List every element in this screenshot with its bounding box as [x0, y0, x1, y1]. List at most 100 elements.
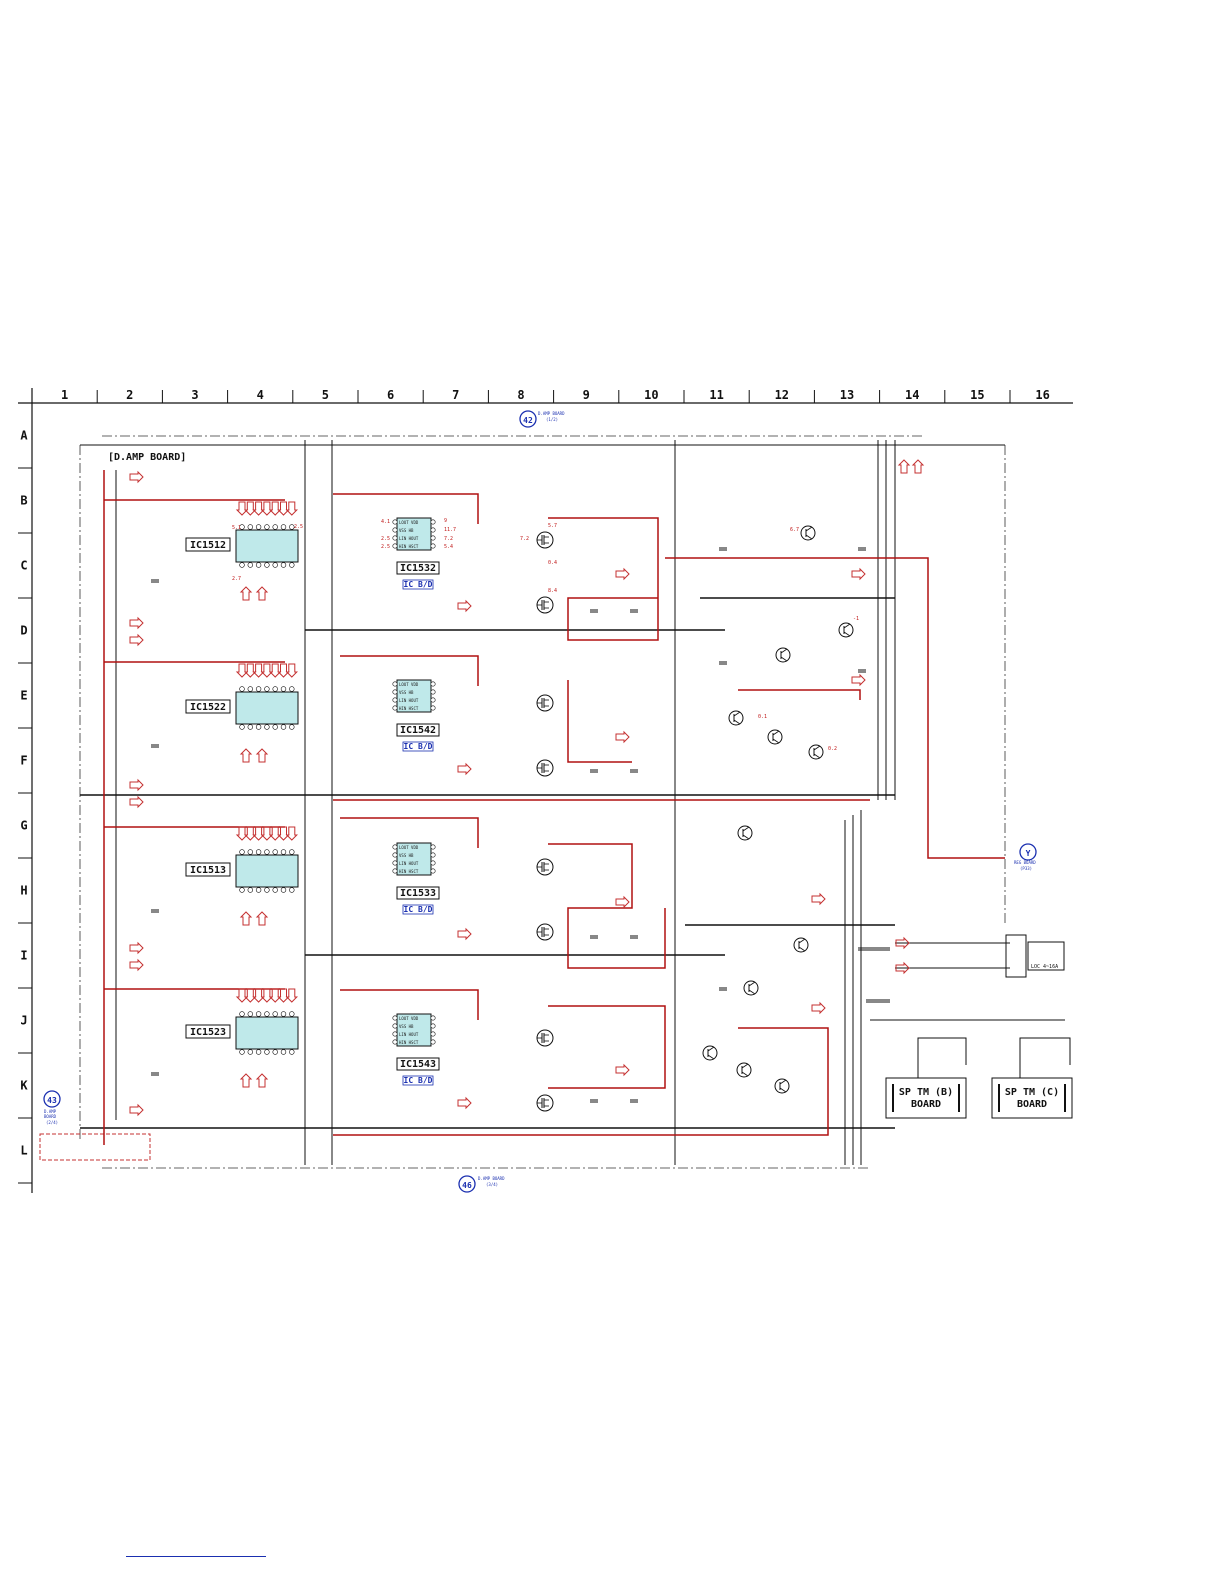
svg-text:8.4: 8.4	[548, 588, 557, 594]
sp-tm-b-line2: BOARD	[911, 1099, 941, 1110]
driver-pin-label: LIN HOUT	[399, 536, 419, 541]
driver-ic-label: IC1533	[400, 888, 436, 899]
sp-tm-b-board[interactable]: SP TM (B) BOARD	[885, 1037, 967, 1119]
row-label: K	[20, 1079, 28, 1093]
svg-text:2.5: 2.5	[381, 536, 390, 542]
column-label: 9	[583, 388, 590, 402]
svg-text:-1: -1	[853, 616, 859, 622]
row-label: A	[20, 429, 28, 443]
connector-46-text: D.AMP BOARD	[478, 1176, 505, 1181]
driver-pin-label: VSS HB	[399, 853, 414, 858]
driver-pin-label: HIN HSCT	[399, 1040, 419, 1045]
driver-ic[interactable]: LOUT VDD VSS HB LIN HOUT HIN HSCT IC1532 IC B…	[392, 517, 440, 590]
logic-ic-label: IC1512	[190, 540, 226, 551]
column-label: 1	[61, 388, 68, 402]
driver-ic-label: IC1543	[400, 1059, 436, 1070]
connector-43-text: D.AMP	[44, 1109, 57, 1114]
driver-ic[interactable]: LOUT VDD VSS HB LIN HOUT HIN HSCT IC1533 IC B…	[392, 842, 440, 915]
row-label: I	[20, 949, 27, 963]
connector-46[interactable]: 46 D.AMP BOARD (3/4)	[458, 1175, 505, 1193]
column-label: 7	[452, 388, 459, 402]
column-label: 12	[775, 388, 789, 402]
mosfet-7	[536, 1029, 554, 1047]
connector-43-sub: (2/4)	[46, 1120, 58, 1125]
column-label: 2	[126, 388, 133, 402]
sp-tm-c-line2: BOARD	[1017, 1099, 1047, 1110]
connector-y-sub: (P33)	[1020, 866, 1032, 871]
svg-text:2.5: 2.5	[294, 524, 303, 530]
row-label: D	[20, 624, 27, 638]
sp-tm-b-line1: SP TM (B)	[899, 1087, 953, 1098]
mosfet-2	[536, 596, 554, 614]
logic-ic[interactable]: IC1512	[185, 501, 299, 601]
connector-46-number: 46	[462, 1181, 472, 1190]
svg-text:0.2: 0.2	[828, 746, 837, 752]
svg-text:0.4: 0.4	[548, 560, 557, 566]
column-label: 16	[1035, 388, 1049, 402]
connector-y-text: REG BOARD	[1014, 860, 1036, 865]
logic-ic-label: IC1513	[190, 865, 226, 876]
board-title: [D.AMP BOARD]	[108, 452, 186, 463]
driver-pin-label: VSS HB	[399, 1024, 414, 1029]
row-label: F	[20, 754, 27, 768]
logic-ic[interactable]: IC1513	[185, 826, 299, 926]
column-label: 3	[191, 388, 198, 402]
voltage-labels: 5.1 2.5 2.7 4.1 2.5 2.5 9 11.7 7.2 5.4 7…	[232, 518, 859, 752]
driver-pin-label: LIN HOUT	[399, 861, 419, 866]
driver-ic-sub: IC B/D	[404, 580, 433, 589]
svg-text:9: 9	[444, 518, 447, 524]
driver-ic-sub: IC B/D	[404, 905, 433, 914]
connector-y-number: Y	[1026, 849, 1031, 858]
driver-ic-label: IC1532	[400, 563, 436, 574]
highlight-traces	[103, 470, 1005, 1145]
svg-text:0.1: 0.1	[758, 714, 767, 720]
driver-ic-group: LOUT VDD VSS HB LIN HOUT HIN HSCT IC1532 IC B…	[392, 517, 440, 1086]
column-label: 14	[905, 388, 919, 402]
sp-tm-c-board[interactable]: SP TM (C) BOARD	[991, 1037, 1073, 1119]
logic-ic[interactable]: IC1523	[185, 988, 299, 1088]
connector-43[interactable]: 43 D.AMP BOARD (2/4)	[39, 1090, 151, 1161]
row-label: C	[20, 559, 27, 573]
column-label: 6	[387, 388, 394, 402]
column-label: 15	[970, 388, 984, 402]
driver-pin-label: VSS HB	[399, 690, 414, 695]
footer-rule	[126, 1556, 266, 1557]
connector-43-number: 43	[47, 1096, 57, 1105]
column-label: 11	[709, 388, 723, 402]
row-label: B	[20, 494, 27, 508]
svg-text:5.7: 5.7	[548, 523, 557, 529]
driver-pin-label: HIN HSCT	[399, 869, 419, 874]
svg-text:6.7: 6.7	[790, 527, 799, 533]
sp-tm-c-line1: SP TM (C)	[1005, 1087, 1059, 1098]
driver-pin-label: LOUT VDD	[399, 845, 419, 850]
row-label: L	[20, 1144, 27, 1158]
column-label: 4	[257, 388, 264, 402]
column-label: 13	[840, 388, 854, 402]
grid-frame	[18, 388, 1073, 1193]
driver-pin-label: HIN HSCT	[399, 544, 419, 549]
column-label: 5	[322, 388, 329, 402]
logic-ic-label: IC1522	[190, 702, 226, 713]
connector-43-text2: BOARD	[44, 1114, 57, 1119]
driver-pin-label: LIN HOUT	[399, 698, 419, 703]
board-outline	[79, 435, 1006, 1169]
connector-y[interactable]: Y REG BOARD (P33)	[1014, 843, 1037, 871]
driver-pin-label: HIN HSCT	[399, 706, 419, 711]
connector-42-number: 42	[523, 416, 533, 425]
row-label: G	[20, 819, 27, 833]
logic-ic-label: IC1523	[190, 1027, 226, 1038]
svg-text:11.7: 11.7	[444, 527, 456, 533]
column-label: 8	[517, 388, 524, 402]
logic-ic[interactable]: IC1522	[185, 663, 299, 763]
svg-text:5.1: 5.1	[232, 525, 241, 531]
connector-42[interactable]: 42 D.AMP BOARD (1/2)	[519, 410, 565, 428]
connector-46-sub: (3/4)	[486, 1182, 498, 1187]
driver-pin-label: LOUT VDD	[399, 520, 419, 525]
driver-pin-label: VSS HB	[399, 528, 414, 533]
